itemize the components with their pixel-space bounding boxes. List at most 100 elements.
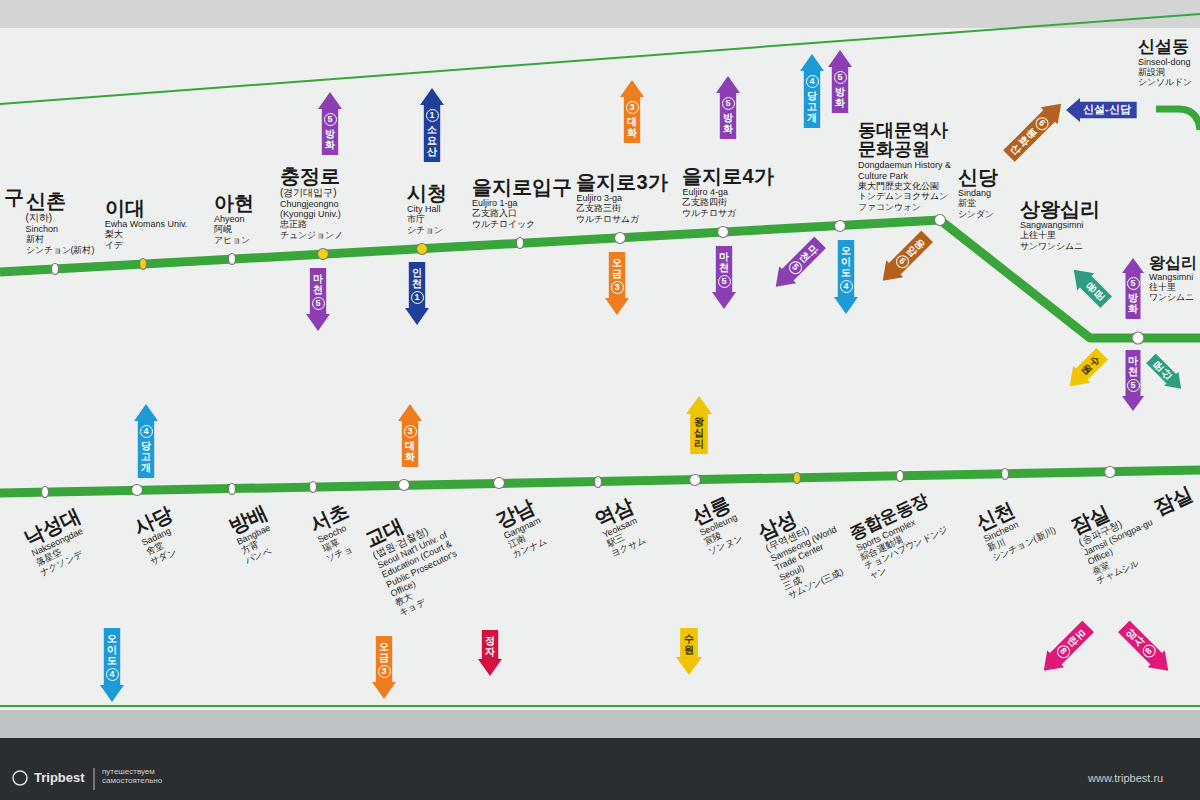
destination: 소요산 xyxy=(427,124,437,157)
station-name-en: Euljiro 3-ga xyxy=(576,193,667,203)
station-name-kana: ウルチロサムガ xyxy=(576,214,667,224)
station-name-en: Wangsimni xyxy=(1149,272,1197,282)
station-subname: (지하) xyxy=(26,212,95,224)
station-label: 이대Ewha Womans Univ.梨大イデ xyxy=(105,197,188,250)
station-name-hanja: 乙支路三街 xyxy=(576,203,667,213)
arrow-fill xyxy=(676,628,702,675)
destination: 방화 xyxy=(723,112,733,134)
transfer-arrow: 1소요산 xyxy=(420,88,444,162)
station-name-hanja: 東大門歴史文化公園 xyxy=(858,181,954,191)
destination: 마천 xyxy=(1128,355,1138,377)
watermark-logo xyxy=(13,771,27,785)
panel-border xyxy=(0,14,1200,104)
station-label: 충정로(경기대입구)Chungjeongno (Kyonggi Univ.)忠正… xyxy=(280,165,372,240)
line-number: 3 xyxy=(611,281,624,294)
station-name-kana: トンデムンヨクサムンファコンウォン xyxy=(858,191,954,212)
station-dot xyxy=(1002,469,1009,480)
destination: 방화 xyxy=(835,86,845,108)
station-label: 을지로4가Euljiro 4-ga乙支路四街ウルチロサガ xyxy=(682,165,773,218)
station-dot xyxy=(517,238,524,249)
station-name-hanja: 忠正路 xyxy=(280,219,372,229)
arrow-fill xyxy=(828,50,852,113)
station-name: 구 xyxy=(4,186,24,208)
transfer-arrow: 5방화 xyxy=(318,92,342,155)
arrow-fill xyxy=(767,234,829,296)
station-dot xyxy=(595,477,602,488)
destination: 정자 xyxy=(485,635,495,657)
station-name-kana: アヒョン xyxy=(214,235,254,245)
arrow-fill xyxy=(405,262,429,325)
line2-branch xyxy=(1156,109,1200,130)
transfer-arrow: 3오금 xyxy=(372,636,396,699)
frame-bottom xyxy=(0,738,1200,800)
station-dot xyxy=(794,473,801,484)
transfer-arrow: 왕십리 xyxy=(686,396,712,454)
destination: 당고개 xyxy=(141,440,151,473)
station-name-kana: ワンシムニ xyxy=(1149,292,1197,302)
station-label: 동대문역사문화공원Dongdaemun History & Culture Pa… xyxy=(858,121,954,212)
arrow-fill xyxy=(372,636,396,699)
station-name-hanja: 新村 xyxy=(26,234,95,244)
line-number: 5 xyxy=(1127,379,1140,392)
transfer-arrow: 3 오금 xyxy=(605,252,629,315)
station-name-kana: シンダン xyxy=(958,209,998,219)
transfer-dot xyxy=(718,227,729,238)
transfer-arrow: 5마천 xyxy=(712,246,736,309)
station-name-hanja: 上往十里 xyxy=(1020,230,1100,240)
station-name: 왕십리 xyxy=(1149,254,1197,272)
station-label: 시청City Hall市庁シチョン xyxy=(407,182,447,235)
line-number: 4 xyxy=(140,425,153,438)
arrow-fill xyxy=(1122,350,1144,411)
station-label: 아현Ahyeon阿峴アヒョン xyxy=(214,192,254,245)
station-name: 을지로4가 xyxy=(682,165,773,187)
arrow-fill xyxy=(712,246,736,309)
destination: 오이도 xyxy=(107,633,117,666)
station-dot xyxy=(897,471,904,482)
destination: 대화 xyxy=(405,440,415,462)
line-number: 5 xyxy=(718,275,731,288)
transfer-arrow: 4오이도 xyxy=(834,240,858,314)
arrow-fill xyxy=(686,396,712,454)
station-name: 시청 xyxy=(407,182,447,204)
station-name-en: Ahyeon xyxy=(214,214,254,224)
station-name: 신촌 xyxy=(26,190,95,212)
line-number: 3 xyxy=(378,665,391,678)
station-name: 신당 xyxy=(958,166,998,188)
transfer-dot xyxy=(615,233,626,244)
destination: 오금 xyxy=(612,257,622,279)
station-name: 을지로입구 xyxy=(472,176,572,198)
destination: 당고개 xyxy=(807,90,817,123)
transfer-dot xyxy=(494,478,505,489)
transfer-arrow: 3대화 xyxy=(398,404,422,467)
station-dot xyxy=(229,484,236,495)
arrow-fill xyxy=(716,76,740,139)
watermark-divider xyxy=(94,768,95,790)
arrow-fill xyxy=(1000,95,1069,164)
line-number: 5 xyxy=(1127,277,1140,290)
station-name-hanja: 梨大 xyxy=(105,229,188,239)
station-label: 을지로3가Euljiro 3-ga乙支路三街ウルチロサムガ xyxy=(576,171,667,224)
station-subname: (경기대입구) xyxy=(280,187,372,199)
station-label: 신설동Sinseol-dong新設洞シンソルドン xyxy=(1138,38,1192,88)
station-name-en: City Hall xyxy=(407,204,447,214)
line2-track xyxy=(0,470,1200,493)
arrow-fill xyxy=(1035,618,1097,680)
station-name-kana: サンワンシムニ xyxy=(1020,241,1100,251)
station-dot xyxy=(52,264,59,275)
transfer-arrow: 5 마천 xyxy=(1122,350,1144,411)
transfer-arrow: 5방화 xyxy=(828,50,852,113)
line-number: 1 xyxy=(411,291,424,304)
arrow-fill xyxy=(1122,258,1144,319)
destination: 대화 xyxy=(627,116,637,138)
transfer-dot xyxy=(1132,332,1144,344)
station-name-kana: シンチョン(新村) xyxy=(26,245,95,255)
station-name-kana: ウルチロサガ xyxy=(682,208,773,218)
station-label: 구 xyxy=(4,186,24,208)
watermark-block: путешествуем самостоятельно xyxy=(102,768,182,786)
line-number: 4 xyxy=(106,668,119,681)
transfer-dot xyxy=(132,485,143,496)
arrow-fill xyxy=(834,240,858,314)
station-name-kana: チュンジョンノ xyxy=(280,230,372,240)
transfer-arrow: 4 당고개 xyxy=(134,404,158,478)
